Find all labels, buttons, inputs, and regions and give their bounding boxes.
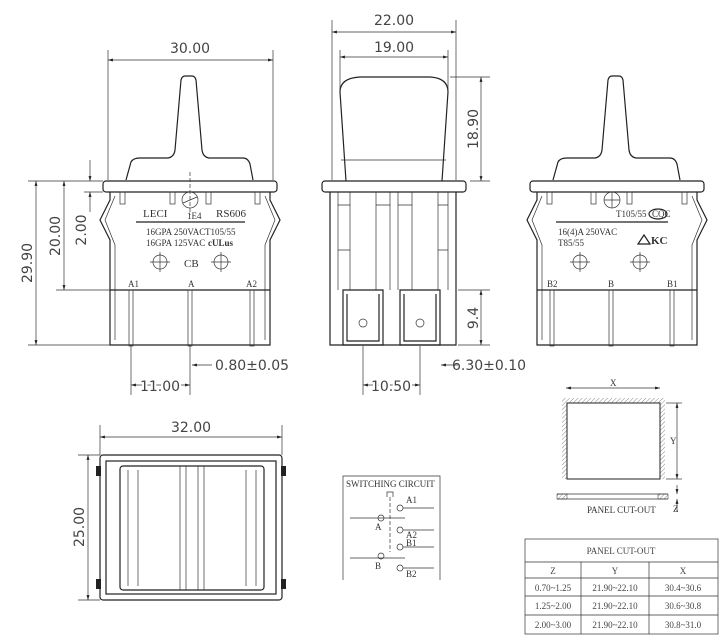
terminal-tab	[399, 289, 441, 346]
terminal-tab	[342, 289, 384, 346]
svg-text:LECI: LECI	[143, 208, 168, 220]
svg-text:B1: B1	[667, 279, 678, 289]
kc-logo: KC	[651, 235, 668, 247]
table-title: PANEL CUT-OUT	[587, 546, 656, 556]
svg-text:B1: B1	[406, 538, 417, 548]
mounting-hole	[630, 252, 650, 272]
svg-text:0.80±0.05: 0.80±0.05	[215, 358, 289, 374]
table-row: 1.25~2.00 21.90~22.10 30.6~30.8	[535, 601, 702, 611]
svg-text:Y: Y	[670, 436, 677, 446]
height-dimension: 29.90	[20, 243, 36, 283]
cqc-logo	[648, 208, 668, 220]
svg-text:Z: Z	[550, 566, 556, 576]
svg-text:1.25~2.00: 1.25~2.00	[535, 601, 572, 611]
width-dimension: 30.00	[170, 41, 210, 57]
svg-text:T105/55: T105/55	[616, 209, 647, 219]
ul-logo: cULus	[208, 238, 234, 248]
svg-text:21.90~22.10: 21.90~22.10	[592, 620, 638, 630]
svg-text:A1: A1	[406, 495, 417, 505]
svg-text:18.90: 18.90	[466, 109, 482, 149]
panel-cutout-table: PANEL CUT-OUT Z Y X 0.70~1.25 21.90~22.1…	[524, 538, 719, 635]
svg-text:10.50: 10.50	[371, 379, 411, 395]
mounting-hole	[570, 252, 590, 272]
svg-text:SWITCHING CIRCUIT: SWITCHING CIRCUIT	[346, 479, 435, 489]
svg-text:0.70~1.25: 0.70~1.25	[535, 583, 572, 593]
svg-text:2.00~3.00: 2.00~3.00	[535, 620, 572, 630]
svg-text:30.8~31.0: 30.8~31.0	[665, 620, 702, 630]
svg-text:6.30±0.10: 6.30±0.10	[452, 358, 526, 374]
svg-text:16GPA 250VAC: 16GPA 250VAC	[146, 227, 205, 237]
svg-text:X: X	[610, 378, 617, 388]
switching-circuit: SWITCHING CIRCUIT A1 A A2 B1 B B2	[342, 475, 441, 580]
svg-text:A2: A2	[246, 279, 257, 289]
warning-triangle-icon	[636, 233, 652, 245]
svg-text:11.00: 11.00	[140, 379, 180, 395]
svg-text:B: B	[375, 561, 381, 571]
svg-text:Y: Y	[612, 566, 619, 576]
svg-text:B2: B2	[547, 279, 558, 289]
svg-text:RS606: RS606	[216, 208, 246, 220]
svg-text:1E4: 1E4	[187, 211, 202, 221]
svg-text:16(4)A 250VAC: 16(4)A 250VAC	[558, 227, 617, 237]
svg-text:16GPA 125VAC: 16GPA 125VAC	[146, 238, 205, 248]
svg-text:9.4: 9.4	[466, 307, 482, 329]
svg-text:20.00: 20.00	[48, 216, 64, 256]
svg-text:25.00: 25.00	[72, 507, 88, 547]
svg-text:A: A	[375, 522, 382, 532]
svg-text:A2: A2	[406, 530, 417, 540]
mounting-hole	[150, 252, 170, 272]
back-view: T105/55 CQC 16(4)A 250VAC T85/55 KC B2 B…	[526, 75, 708, 347]
svg-text:32.00: 32.00	[171, 420, 211, 436]
top-view: 32.00 25.00	[72, 420, 286, 601]
svg-text:19.00: 19.00	[374, 40, 414, 56]
table-row: 2.00~3.00 21.90~22.10 30.8~31.0	[535, 620, 702, 630]
mounting-hole	[211, 252, 231, 272]
svg-text:30.4~30.6: 30.4~30.6	[665, 583, 702, 593]
svg-text:B2: B2	[406, 569, 417, 579]
svg-text:30.6~30.8: 30.6~30.8	[665, 601, 702, 611]
svg-text:A1: A1	[128, 279, 139, 289]
svg-text:A: A	[188, 279, 195, 289]
svg-text:T105/55: T105/55	[205, 227, 236, 237]
svg-text:T85/55: T85/55	[558, 238, 584, 248]
svg-text:2.00: 2.00	[74, 214, 90, 245]
svg-text:CB: CB	[184, 258, 199, 270]
svg-text:21.90~22.10: 21.90~22.10	[592, 583, 638, 593]
svg-text:PANEL CUT-OUT: PANEL CUT-OUT	[587, 505, 656, 515]
svg-text:22.00: 22.00	[374, 13, 414, 29]
svg-text:CQC: CQC	[652, 209, 671, 219]
table-row: 0.70~1.25 21.90~22.10 30.4~30.6	[535, 583, 702, 593]
svg-text:21.90~22.10: 21.90~22.10	[592, 601, 638, 611]
svg-text:Z: Z	[673, 504, 679, 514]
panel-cutout-drawing: X Y Z PANEL CUT-OUT	[556, 378, 682, 515]
front-view: 30.00 1E4 LECI RS606 16GPA 250VAC 16GPA …	[20, 41, 289, 397]
svg-text:B: B	[608, 279, 614, 289]
svg-text:X: X	[680, 566, 687, 576]
side-view: 22.00 19.00 18.90 9.4 10.50 6.30±0.10	[321, 13, 526, 397]
